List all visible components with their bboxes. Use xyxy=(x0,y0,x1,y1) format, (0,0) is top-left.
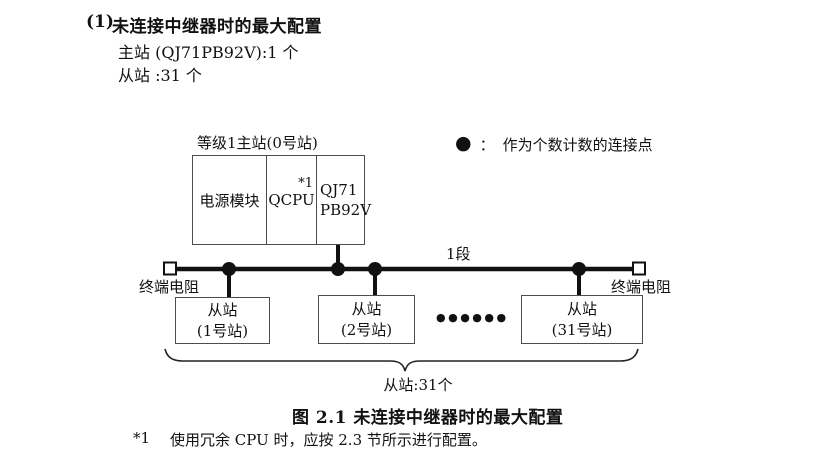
section-index: (1) xyxy=(86,12,114,32)
ellipsis-dots: ●●●●●● xyxy=(436,311,509,324)
terminator-label-right: 终端电阻 xyxy=(611,278,672,296)
section-title: 未连接中继器时的最大配置 xyxy=(112,17,322,37)
slave-1-number: (1号站) xyxy=(196,321,249,340)
legend: ● ： 作为个数计数的连接点 xyxy=(455,134,653,155)
slave-31-label: 从站 xyxy=(566,299,597,318)
connection-dot xyxy=(368,262,382,276)
pb92v-label-line2: PB92V xyxy=(320,201,372,219)
footnote-text: 使用冗余 CPU 时，应按 2.3 节所示进行配置。 xyxy=(170,431,487,449)
terminator-square-right xyxy=(632,261,646,276)
segment-label: 1段 xyxy=(446,245,471,263)
connection-dot xyxy=(331,262,345,276)
terminator-label-left: 终端电阻 xyxy=(139,278,200,296)
slave-2-label: 从站 xyxy=(351,299,382,318)
connection-dot xyxy=(222,262,236,276)
master-count-line: 主站 (QJ71PB92V):1 个 xyxy=(118,43,299,62)
qcpu-footnote-marker: *1 xyxy=(298,176,313,191)
connection-dot-icon: ● xyxy=(455,132,472,154)
master-station-label: 等级1主站(0号站) xyxy=(197,134,318,152)
slave-count-line: 从站 :31 个 xyxy=(118,66,202,85)
footnote-marker: *1 xyxy=(133,429,151,447)
legend-colon: ： xyxy=(479,136,495,154)
terminator-square-left xyxy=(163,261,177,276)
legend-text: 作为个数计数的连接点 xyxy=(502,136,653,154)
pb92v-cell: QJ71 PB92V xyxy=(316,156,371,244)
master-station-box: 电源模块 *1 QCPU QJ71 PB92V xyxy=(192,155,371,245)
slave-1-label: 从站 xyxy=(207,300,238,319)
qcpu-label: QCPU xyxy=(268,191,315,209)
figure-caption: 图 2.1 未连接中继器时的最大配置 xyxy=(292,408,564,428)
underbrace xyxy=(164,348,639,372)
slave-station-2-box: 从站 (2号站) xyxy=(318,295,415,344)
slave-total-label: 从站:31个 xyxy=(383,376,453,394)
pb92v-label-line1: QJ71 xyxy=(320,180,358,199)
slave-station-31-box: 从站 (31号站) xyxy=(521,295,643,344)
connection-dot xyxy=(572,262,586,276)
slave-station-1-box: 从站 (1号站) xyxy=(175,297,270,344)
slave-2-number: (2号站) xyxy=(340,320,393,339)
slave-31-number: (31号站) xyxy=(551,320,613,339)
qcpu-cell: *1 QCPU xyxy=(266,156,316,244)
power-module-cell: 电源模块 xyxy=(199,191,260,210)
